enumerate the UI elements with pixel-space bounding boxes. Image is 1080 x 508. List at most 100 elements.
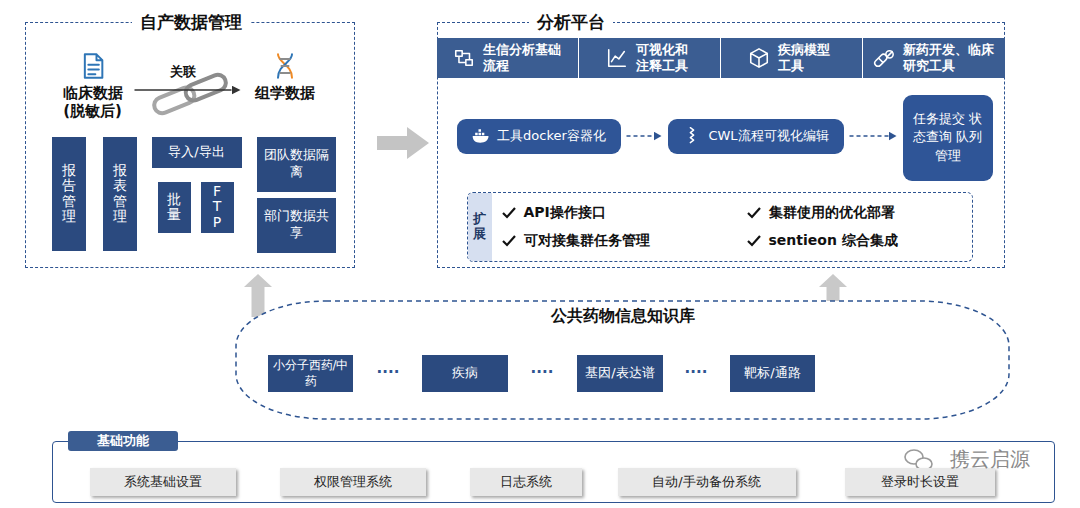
dna-icon (271, 52, 299, 80)
category-box: 小分子西药/中药 (268, 355, 353, 392)
process-box: 部门数据共享 (257, 198, 336, 253)
vertical-box: FTP (201, 182, 234, 233)
check-mark (746, 205, 762, 221)
vertical-box: 批量 (158, 182, 191, 233)
connector-arrow (252, 287, 265, 317)
node-text: 团队数据隔离 (260, 147, 333, 181)
node-text: 疾病 (452, 365, 478, 382)
icon-stroke (278, 54, 292, 77)
connector-arrow (850, 135, 889, 137)
icon-stroke (278, 54, 292, 77)
icon-stroke (751, 48, 768, 66)
pill-icon (873, 47, 895, 69)
cwl-icon (682, 126, 702, 146)
node-text: 生信分析基础流程 (483, 42, 561, 73)
chart-icon (606, 47, 628, 69)
check-text: sentieon 综合集成 (769, 232, 898, 250)
extension-title: 扩展 (473, 212, 486, 241)
flow-icon (453, 47, 475, 69)
check-stroke (503, 208, 515, 217)
category-box: 靶标/通路 (730, 355, 815, 392)
node-text: 登录时长设置 (881, 473, 959, 491)
check-stroke (748, 236, 760, 245)
icon-node: 临床数据 (脱敏后) (55, 52, 131, 134)
function-box: 日志系统 (470, 468, 582, 496)
connector-label: 关联 (170, 63, 196, 81)
check-stroke (503, 236, 515, 245)
function-box: 权限管理系统 (280, 468, 426, 496)
icon-stroke (691, 128, 694, 143)
category-box: 疾病 (422, 355, 508, 392)
process-box: 工具docker容器化 (457, 119, 621, 154)
icon-node: 组学数据 (245, 52, 325, 114)
node-text: 任务提交 状态查询 队列管理 (913, 110, 983, 165)
node-text: 靶标/通路 (744, 365, 800, 382)
check-stroke (748, 208, 760, 217)
function-box: 系统基础设置 (90, 468, 236, 496)
group-panel: 自产数据管理临床数据 (脱敏后)组学数据报告管理报表管理导入/导出批量FTP团队… (25, 22, 355, 268)
extension-box: 扩展 API操作接口 集群使用的优化部署可对接集群任务管理 sentieon 综合集成 (467, 192, 973, 262)
toolbar-cell: 生信分析基础流程 (437, 38, 578, 78)
icon-stroke (84, 54, 102, 77)
connector-arrow (135, 89, 232, 90)
docker-icon (471, 126, 491, 146)
icon-stroke (456, 50, 473, 65)
process-box: 团队数据隔离 (257, 137, 336, 192)
function-box: 登录时长设置 (845, 468, 995, 496)
panel-title: 自产数据管理 (132, 11, 250, 34)
connector-arrow (377, 136, 407, 150)
ellipse-border (236, 301, 1009, 419)
node-text: 小分子西药/中药 (271, 358, 350, 388)
toolbar-cell: 可视化和注释工具 (579, 38, 720, 78)
node-text: 新药开发、临床研究工具 (903, 42, 995, 73)
node-text: 日志系统 (500, 473, 552, 491)
check-text: API操作接口 (524, 204, 606, 222)
node-text: 系统基础设置 (124, 473, 202, 491)
icon-stroke (473, 136, 489, 143)
group-panel: 分析平台生信分析基础流程可视化和注释工具疾病模型工具新药开发、临床研究工具工具d… (437, 22, 1005, 268)
check-text: 可对接集群任务管理 (524, 232, 650, 250)
check-item: API操作接口 (501, 202, 606, 224)
panel-title: 分析平台 (529, 11, 613, 34)
database-ellipse: 公共药物信息知识库小分子西药/中药 疾病 基因/表达谱 靶标/通路 (235, 300, 1010, 420)
node-label: 组学数据 (255, 84, 315, 103)
toolbar-cell: 疾病模型工具 (721, 38, 862, 78)
toolbar-cell: 新药开发、临床研究工具 (863, 38, 1005, 78)
icon-stroke (874, 54, 886, 66)
node-text: 疾病模型工具 (778, 42, 834, 73)
database-title: 公共药物信息知识库 (551, 306, 695, 325)
check-item: 可对接集群任务管理 (501, 230, 650, 252)
icon-stroke (475, 129, 484, 135)
check-item: sentieon 综合集成 (746, 230, 898, 252)
node-text: 基因/表达谱 (585, 365, 654, 382)
cube-icon (748, 47, 770, 69)
node-text: FTP (210, 184, 224, 230)
doc-icon (79, 52, 107, 80)
process-box: CWL流程可视化编辑 (668, 119, 844, 154)
category-box: 基因/表达谱 (577, 355, 663, 392)
base-tab-title: 基础功能 (68, 431, 178, 451)
watermark: 携云启源 (950, 446, 1030, 473)
icon-stroke (885, 50, 892, 57)
node-text: 批量 (167, 192, 181, 223)
node-text: 自动/手动备份系统 (652, 473, 760, 491)
group-panel: 基础功能系统基础设置权限管理系统日志系统自动/手动备份系统登录时长设置 (52, 441, 1055, 503)
node-text: 导入/导出 (168, 144, 224, 161)
vertical-box: 报告管理 (52, 137, 86, 251)
function-box: 自动/手动备份系统 (618, 468, 796, 496)
node-text: CWL流程可视化编辑 (708, 127, 828, 145)
node-text: 报告管理 (62, 163, 76, 225)
process-box: 任务提交 状态查询 队列管理 (903, 95, 993, 181)
process-box: 导入/导出 (152, 137, 242, 168)
check-text: 集群使用的优化部署 (769, 204, 895, 222)
extension-tab: 扩展 (468, 193, 492, 261)
node-text: 权限管理系统 (314, 473, 392, 491)
node-text: 工具docker容器化 (497, 127, 606, 145)
icon-stroke (609, 49, 626, 66)
check-mark (746, 233, 762, 249)
vertical-box: 报表管理 (103, 137, 137, 251)
connector-arrow (627, 135, 654, 137)
ellipsis-dots: ···· (377, 363, 400, 381)
check-mark (501, 205, 517, 221)
